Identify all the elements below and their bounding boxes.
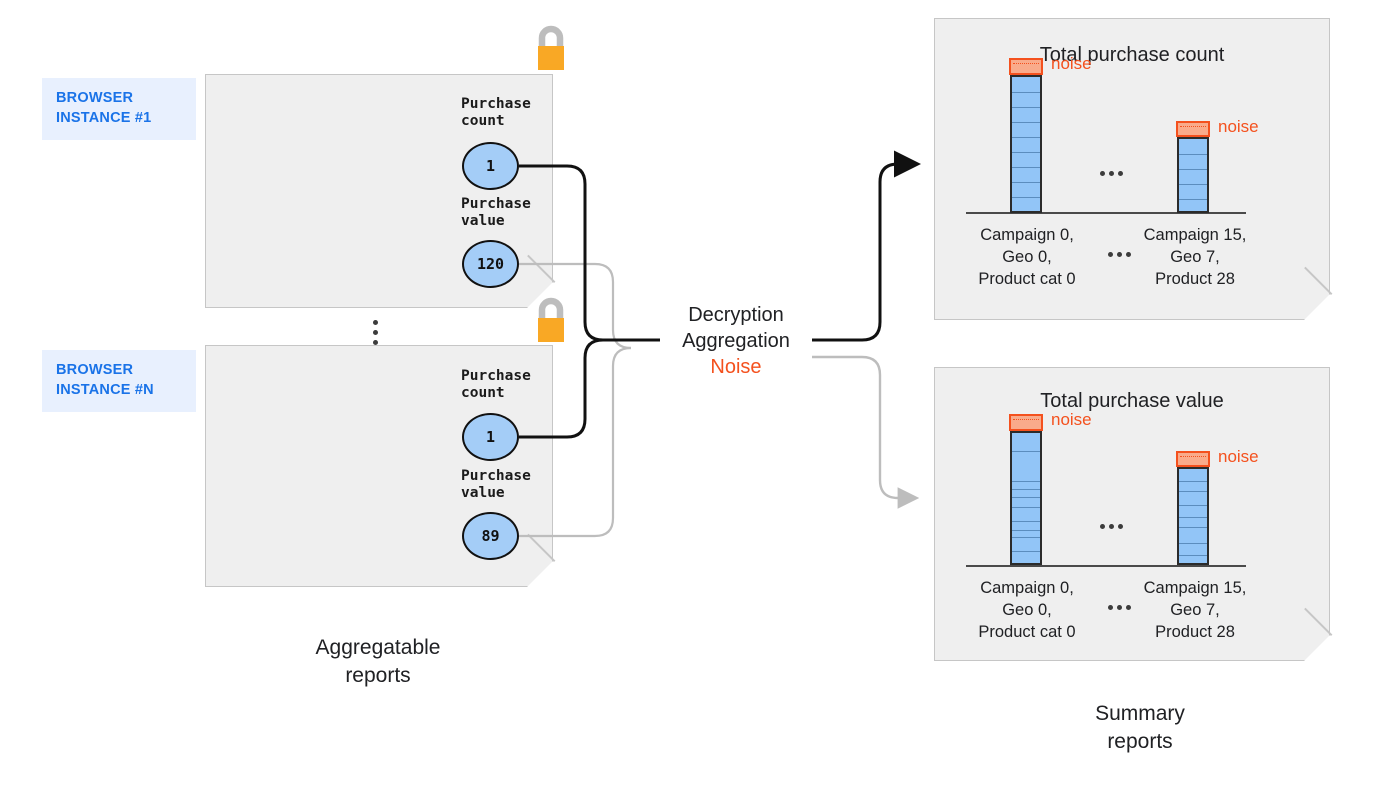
chart-category-ellipsis — [1108, 252, 1131, 257]
browser-instance-1-badge: BROWSER INSTANCE #1 — [42, 78, 196, 140]
summary-report-value-panel — [934, 367, 1333, 661]
purchase-count-bubble-1: 1 — [462, 142, 519, 190]
chart-noise-cap-0 — [1009, 414, 1043, 431]
chart-noise-cap-1 — [1176, 121, 1210, 137]
chart-noise-label-1: noise — [1218, 447, 1259, 466]
browser-instance-n-badge: BROWSER INSTANCE #N — [42, 350, 196, 412]
caption-aggregatable-reports: Aggregatable reports — [315, 636, 441, 687]
vertical-ellipsis — [373, 320, 378, 345]
process-line-aggregation: Aggregation — [682, 330, 790, 352]
chart-category-label-1: Campaign 15, Geo 7, Product 28 — [1143, 226, 1247, 288]
process-step: Decryption Aggregation Noise — [660, 302, 812, 380]
chart-ellipsis — [1100, 171, 1123, 176]
metric-label-purchase-count-n: Purchase count — [461, 368, 531, 401]
summary-report-count-panel — [934, 18, 1333, 320]
chart-bar-1 — [1177, 137, 1209, 213]
caption-summary-reports: Summary reports — [1095, 702, 1185, 753]
purchase-value-bubble-n: 89 — [462, 512, 519, 560]
panel-body — [934, 367, 1330, 661]
padlock-icon — [529, 294, 573, 355]
chart-category-ellipsis — [1108, 605, 1131, 610]
chart-axis-line — [966, 212, 1246, 215]
padlock-icon — [529, 22, 573, 83]
process-line-decryption: Decryption — [688, 304, 784, 326]
chart-bar-0 — [1010, 75, 1042, 213]
process-line-noise: Noise — [710, 356, 762, 378]
chart-ellipsis — [1100, 524, 1123, 529]
wire-out-value — [812, 355, 920, 509]
chart-plot-value: noise noise Campaign 0, Geo 0, Product c… — [934, 367, 1330, 661]
purchase-count-bubble-n: 1 — [462, 413, 519, 461]
wire-out-count — [812, 150, 921, 342]
purchase-value-bubble-1: 120 — [462, 240, 519, 288]
chart-bar-0 — [1010, 431, 1042, 565]
chart-category-label-0: Campaign 0, Geo 0, Product cat 0 — [978, 226, 1076, 288]
chart-noise-label-0: noise — [1051, 410, 1092, 429]
chart-category-label-1: Campaign 15, Geo 7, Product 28 — [1143, 579, 1247, 641]
chart-noise-label-1: noise — [1218, 117, 1259, 136]
chart-noise-cap-1 — [1176, 451, 1210, 467]
metric-label-purchase-count-1: Purchase count — [461, 96, 531, 129]
chart-title-total-purchase-value: Total purchase value — [1040, 390, 1224, 412]
chart-axis-line — [966, 565, 1246, 568]
chart-category-label-0: Campaign 0, Geo 0, Product cat 0 — [978, 579, 1076, 641]
metric-label-purchase-value-n: Purchase value — [461, 468, 531, 501]
chart-noise-label-0: noise — [1051, 54, 1092, 73]
chart-title-total-purchase-count: Total purchase count — [1039, 44, 1225, 66]
chart-plot-count: noise noise Campaign 0, Geo 0, Product c… — [934, 18, 1330, 320]
panel-body — [934, 18, 1330, 320]
chart-bar-1 — [1177, 467, 1209, 565]
chart-noise-cap-0 — [1009, 58, 1043, 75]
metric-label-purchase-value-1: Purchase value — [461, 196, 531, 229]
